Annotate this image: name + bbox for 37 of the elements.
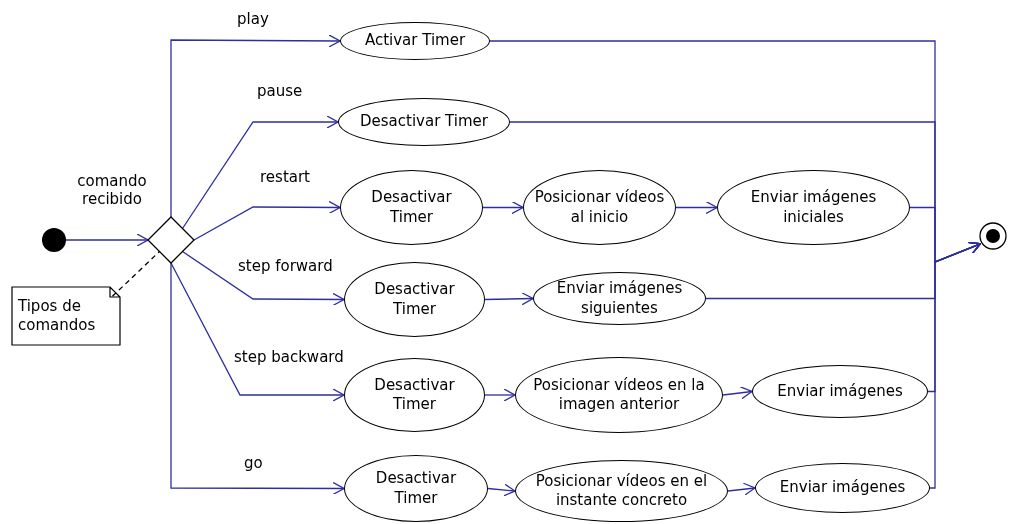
- arrow: [675, 200, 718, 215]
- arrow: [170, 34, 341, 218]
- arrow: [193, 200, 341, 241]
- action-label: Posicionar vídeos en la imagen anterior: [532, 375, 706, 415]
- arrow: [181, 115, 339, 230]
- arrow: [484, 388, 516, 402]
- note: [12, 287, 120, 345]
- arrow: [181, 250, 345, 307]
- decision-diamond: [148, 217, 194, 263]
- action-label: Posicionar vídeos al inicio: [533, 188, 666, 227]
- action-label: Activar Timer: [364, 31, 466, 51]
- arrow: [170, 262, 345, 496]
- action-label: Desactivar Timer: [374, 469, 458, 508]
- arrow: [65, 233, 149, 247]
- action-label: Desactivar Timer: [370, 188, 453, 227]
- note-text: Tipos de comandos: [18, 296, 97, 336]
- arrow: [722, 386, 753, 400]
- initial-state: [42, 228, 66, 252]
- action-label: Desactivar Timer: [373, 375, 456, 415]
- final-state: [979, 222, 1007, 250]
- action-label: Enviar imágenes siguientes: [555, 279, 684, 318]
- edge-label: play: [235, 10, 271, 28]
- dashed-connector: [111, 250, 161, 297]
- action-label: Desactivar Timer: [373, 280, 456, 319]
- edge-label: step forward: [236, 257, 335, 275]
- arrow: [484, 292, 534, 306]
- action-label: Enviar imágenes iniciales: [749, 188, 878, 227]
- edge-label: step backward: [232, 348, 346, 366]
- action-label: Enviar imágenes: [777, 381, 903, 402]
- action-label: Posicionar vídeos en el instante concreto: [534, 471, 709, 511]
- arrow: [170, 262, 345, 402]
- action-label: Desactivar Timer: [360, 112, 488, 132]
- arrow: [727, 482, 756, 496]
- arrow: [482, 200, 524, 215]
- arrow: [487, 483, 516, 497]
- arrow: [929, 241, 982, 489]
- action-label: Enviar imágenes: [779, 478, 906, 498]
